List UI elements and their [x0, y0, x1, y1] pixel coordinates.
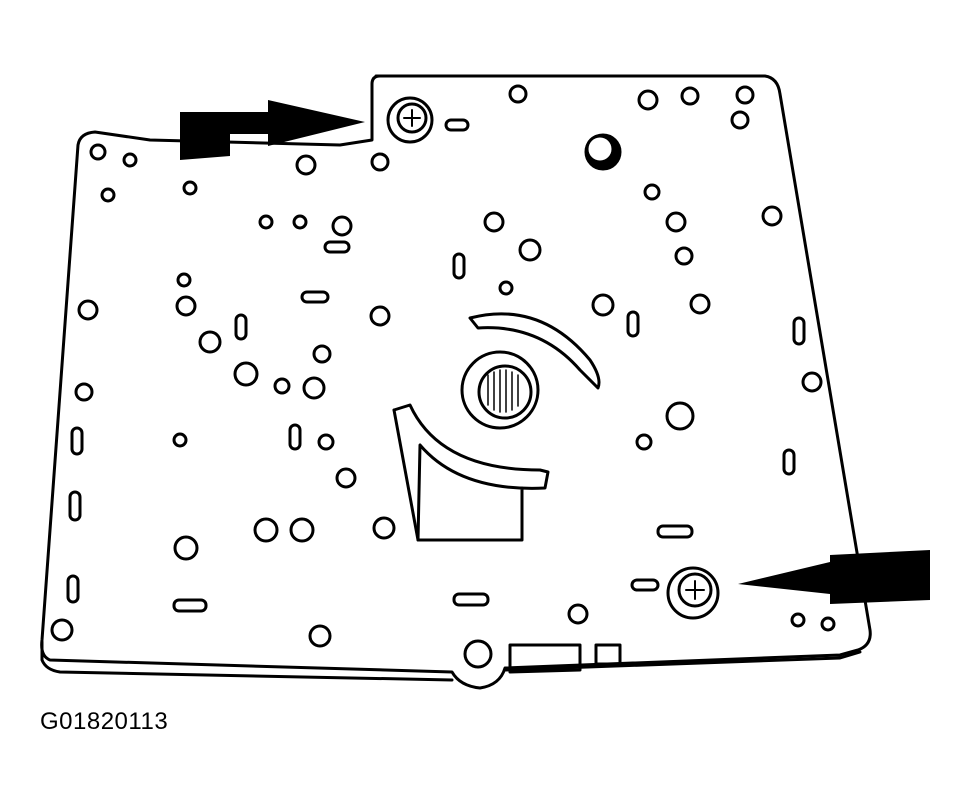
figure-id-label: G01820113	[40, 708, 169, 735]
bottom-tab	[508, 643, 582, 674]
arc-slot-upper	[468, 312, 601, 390]
holes	[50, 84, 836, 669]
arrow-upper-left	[180, 100, 365, 160]
bolt-lower	[666, 566, 720, 620]
center-bore-inner	[477, 364, 533, 420]
bolt-upper	[386, 96, 434, 144]
arc-lever	[392, 408, 420, 542]
arrow-lower-right	[738, 550, 930, 604]
slots	[66, 118, 806, 613]
bolt-lower-cross	[685, 580, 705, 600]
center-bore-outer	[460, 350, 540, 430]
bolt-upper-cross	[403, 109, 421, 127]
plate-bottom-edge	[40, 640, 862, 682]
bottom-tab-2	[594, 643, 622, 666]
arc-slot-lower	[392, 403, 550, 542]
bolt-upper-head	[396, 102, 428, 134]
boss-top-face	[585, 134, 615, 164]
center-spline	[487, 369, 519, 413]
bolt-lower-head	[677, 572, 713, 608]
plate-outline	[40, 74, 872, 690]
